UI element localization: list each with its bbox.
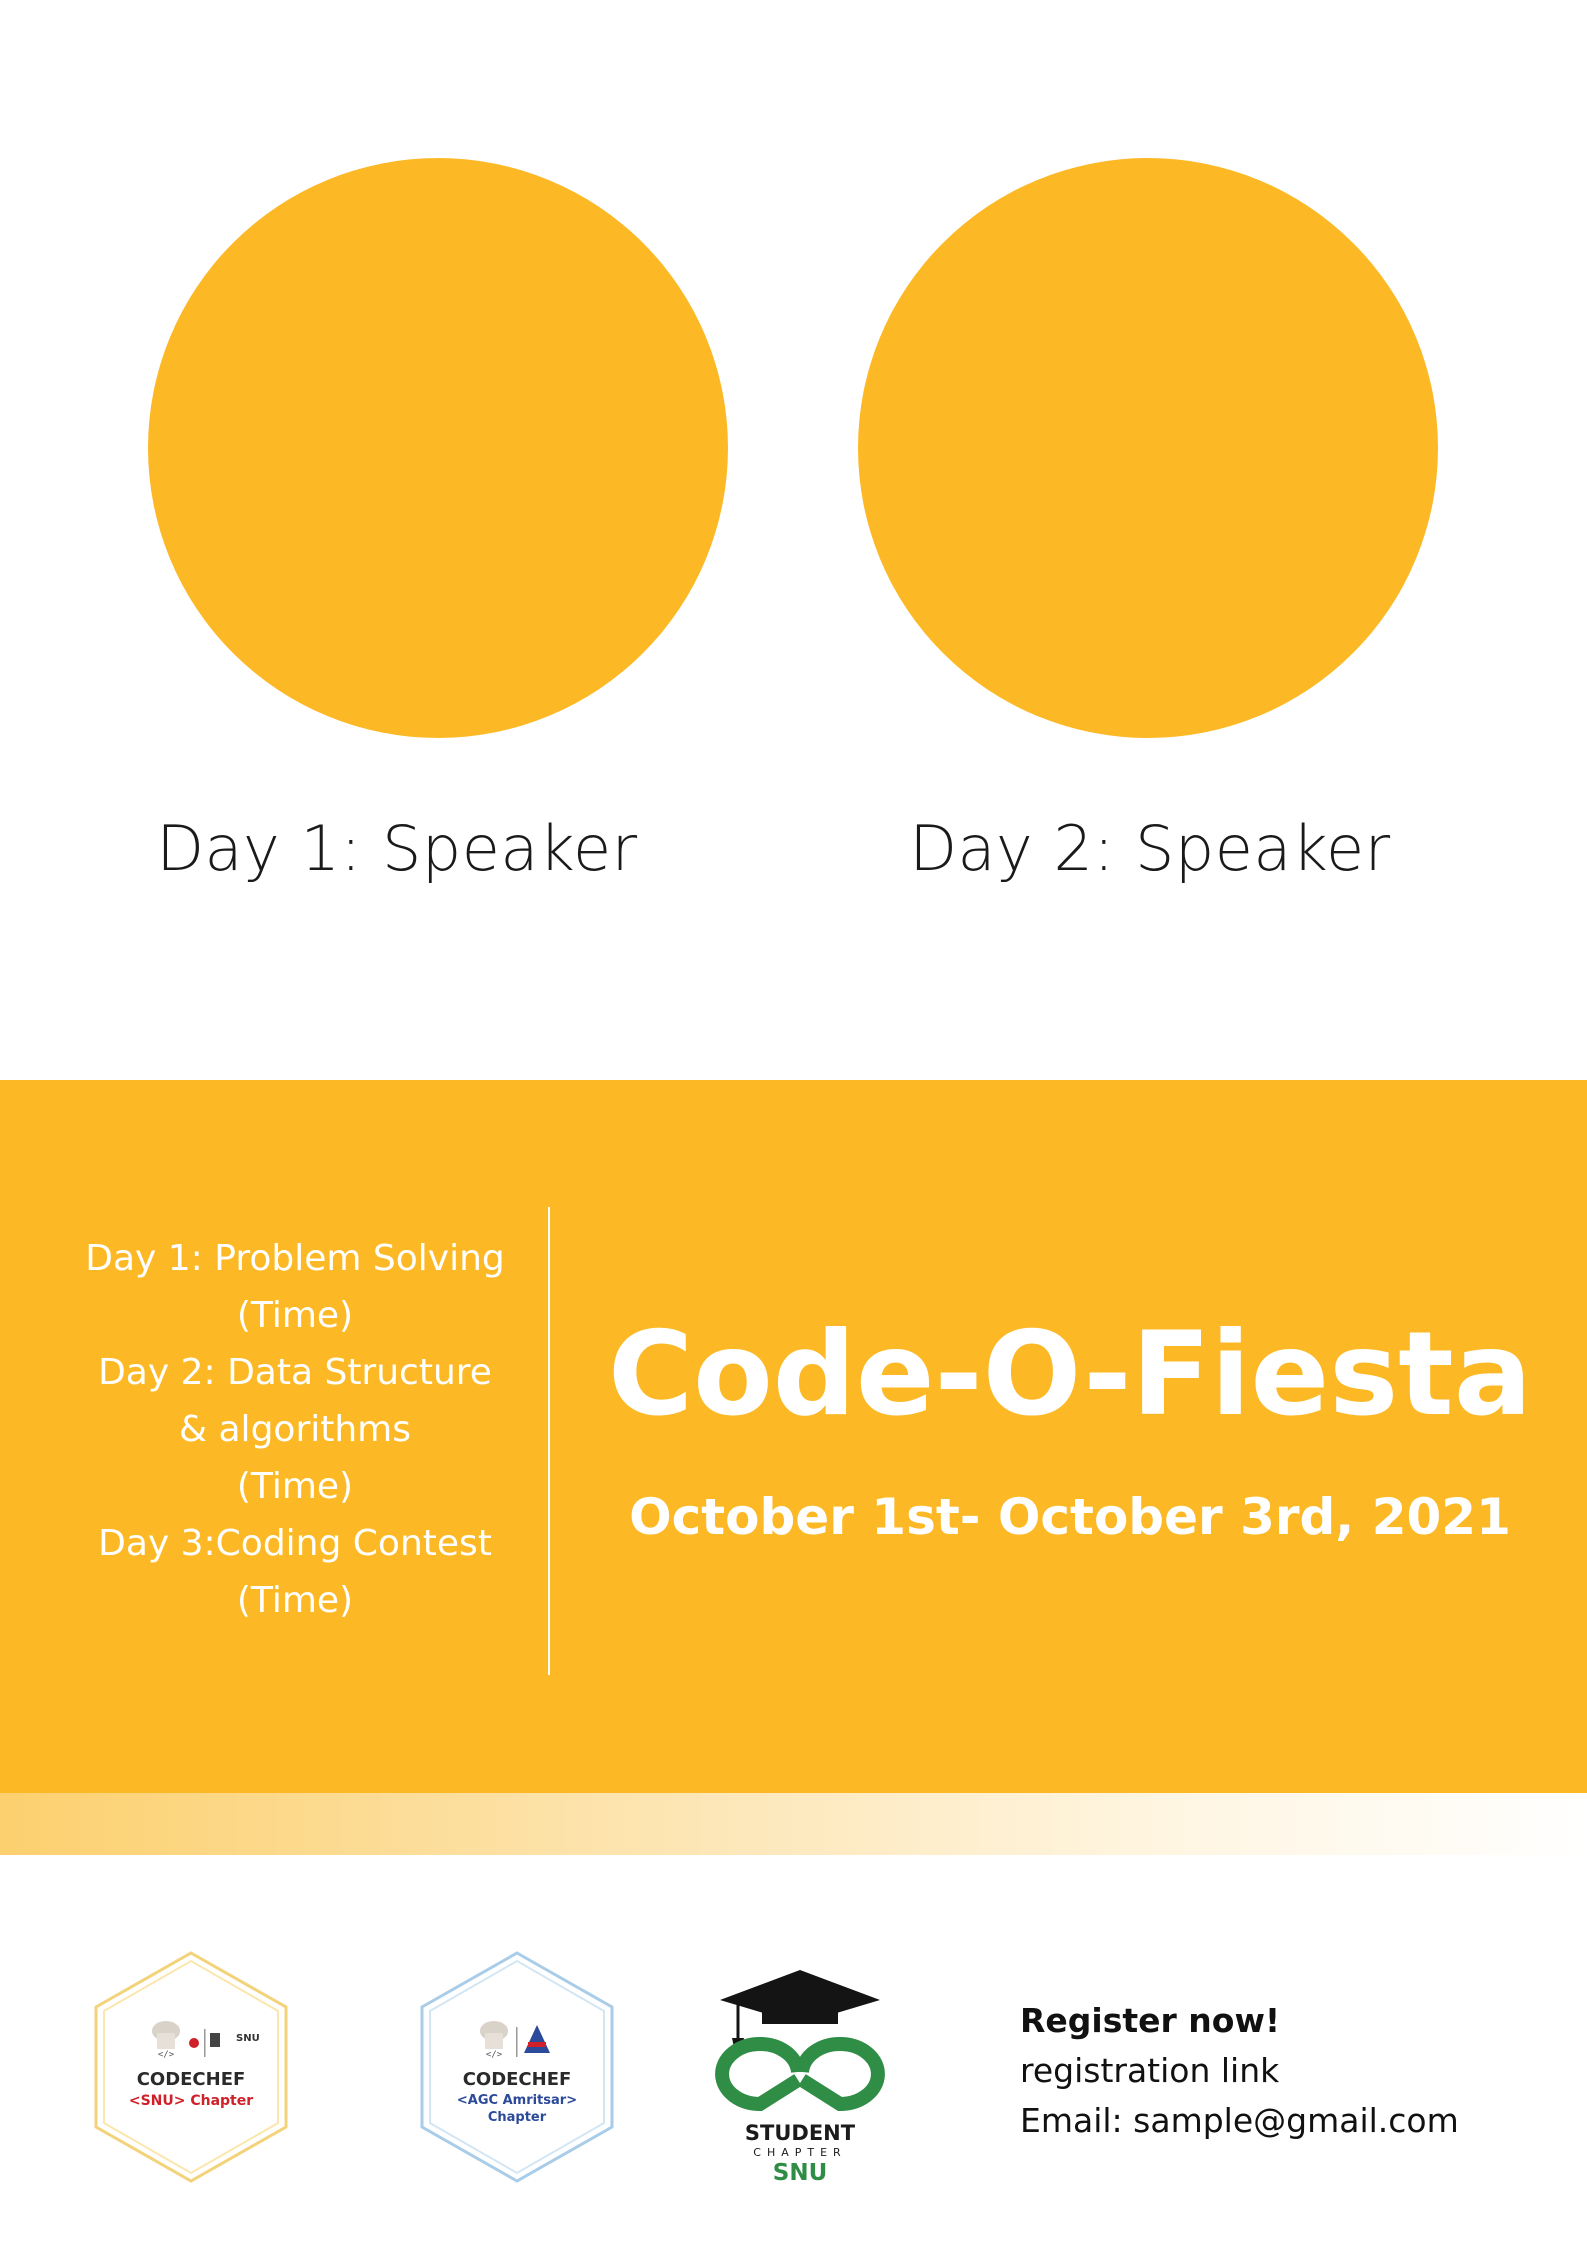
schedule-line: & algorithms — [178, 1409, 411, 1450]
event-title: Code-O-Fiesta — [607, 1307, 1533, 1442]
contact-email[interactable]: Email: sample@gmail.com — [1020, 2101, 1459, 2140]
svg-text:</>: </> — [486, 2050, 503, 2060]
gfg-snu-label: SNU — [773, 2160, 828, 2186]
speaker-1-label: Day 1: Speaker — [156, 812, 638, 885]
speaker-1-photo-placeholder — [148, 158, 728, 738]
agc-emblem-icon — [524, 2025, 550, 2053]
agc-chapter-label-line1: <AGC Amritsar> — [457, 2093, 577, 2108]
snu-chapter-label: <SNU> Chapter — [129, 2093, 253, 2109]
schedule-line: (Time) — [236, 1466, 354, 1507]
codechef-snu-hexagon-icon: </> SNU CODECHEF <SNU> Chapter — [94, 1951, 288, 2183]
contact-block: Register now! registration link Email: s… — [1020, 1996, 1540, 2146]
schedule-line: Day 2: Data Structure — [98, 1352, 492, 1393]
gradient-strip — [0, 1793, 1587, 1855]
gfg-student-label: STUDENT — [745, 2121, 856, 2145]
schedule-list: Day 1: Problem Solving (Time) Day 2: Dat… — [60, 1230, 530, 1629]
speaker-2-label: Day 2: Speaker — [909, 812, 1391, 885]
codechef-snu-logo: </> SNU CODECHEF <SNU> Chapter — [86, 1947, 296, 2187]
event-banner — [0, 1080, 1587, 1793]
chef-hat-icon: </> — [480, 2021, 508, 2060]
chef-hat-icon: </> — [152, 2021, 180, 2060]
speaker-2-photo-placeholder — [858, 158, 1438, 738]
agc-chapter-label-line2: Chapter — [488, 2110, 547, 2125]
registration-link[interactable]: registration link — [1020, 2051, 1280, 2090]
codechef-wordmark: CODECHEF — [137, 2069, 246, 2090]
codechef-agc-hexagon-icon: </> CODECHEF <AGC Amritsar> Chapter — [420, 1951, 614, 2183]
schedule-line: (Time) — [236, 1580, 354, 1621]
gfg-student-chapter-logo: STUDENT CHAPTER SNU — [700, 1962, 900, 2187]
vertical-divider — [548, 1207, 550, 1675]
schedule-line: Day 3:Coding Contest — [98, 1523, 492, 1564]
codechef-wordmark: CODECHEF — [463, 2069, 572, 2090]
snu-mark: SNU — [236, 2033, 260, 2044]
gfg-logo-icon: STUDENT CHAPTER SNU — [715, 1970, 885, 2186]
gfg-chapter-label: CHAPTER — [753, 2146, 846, 2159]
gfg-mark-icon — [715, 2037, 885, 2112]
schedule-line: (Time) — [236, 1295, 354, 1336]
register-heading: Register now! — [1020, 2001, 1280, 2040]
event-dates: October 1st- October 3rd, 2021 — [629, 1488, 1511, 1546]
codechef-agc-logo: </> CODECHEF <AGC Amritsar> Chapter — [412, 1947, 622, 2187]
svg-text:</>: </> — [158, 2050, 175, 2060]
schedule-line: Day 1: Problem Solving — [85, 1238, 505, 1279]
